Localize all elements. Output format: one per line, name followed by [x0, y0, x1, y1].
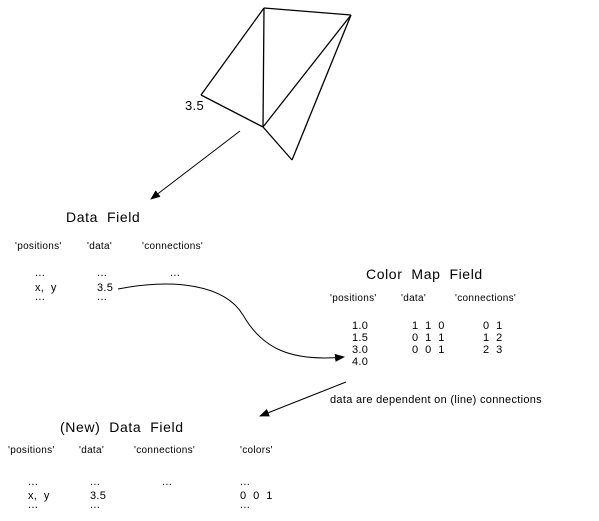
data-field-header-positions: 'positions' — [15, 241, 62, 252]
data-field-data-ellipsis-bottom: ... — [97, 291, 108, 303]
data-field-header-connections: 'connections' — [142, 241, 204, 252]
color-map-position: 1.5 — [352, 332, 369, 344]
new-data-field-header-colors: 'colors' — [240, 445, 273, 456]
data-field-data-ellipsis-top: ... — [97, 267, 108, 279]
mesh-data-label: 3.5 — [185, 98, 204, 113]
new-data-field-position-value: x, y — [28, 490, 50, 502]
new-data-field-color-value: 0 0 1 — [240, 490, 273, 502]
color-map-position: 1.0 — [352, 320, 369, 332]
color-map-data: 1 1 0 — [412, 320, 445, 332]
color-map-field-title: Color Map Field — [366, 266, 483, 282]
arrow-color-map-to-new-data-field — [259, 381, 347, 417]
new-data-field-colors-ellipsis-bottom: ... — [240, 499, 251, 511]
new-data-field-header-connections: 'connections' — [134, 445, 196, 456]
new-data-field-positions-ellipsis-top: ... — [28, 476, 39, 488]
color-map-connection: 0 1 — [483, 320, 503, 332]
color-map-connection: 2 3 — [483, 344, 503, 356]
arrow-mesh-to-data-field — [150, 130, 241, 200]
new-data-field-data-ellipsis-bottom: ... — [90, 499, 101, 511]
data-field-position-value: x, y — [35, 282, 57, 294]
data-field-header-data: 'data' — [87, 241, 113, 252]
color-map-data: 0 1 1 — [412, 332, 445, 344]
data-field-positions-ellipsis-bottom: ... — [35, 291, 46, 303]
color-map-connection: 1 2 — [483, 332, 503, 344]
color-map-data: 0 0 1 — [412, 344, 445, 356]
line-mesh — [200, 7, 352, 161]
new-data-field-positions-ellipsis-bottom: ... — [28, 499, 39, 511]
data-field-positions-ellipsis-top: ... — [35, 267, 46, 279]
color-map-position: 4.0 — [352, 356, 369, 368]
new-data-field-header-data: 'data' — [79, 445, 105, 456]
new-data-field-colors-ellipsis-top: ... — [240, 476, 251, 488]
data-field-data-value: 3.5 — [97, 282, 114, 294]
new-data-field-data-ellipsis-top: ... — [90, 476, 101, 488]
new-data-field-title: (New) Data Field — [60, 419, 184, 435]
dependency-note: data are dependent on (line) connections — [330, 394, 542, 406]
data-field-title: Data Field — [66, 209, 141, 225]
color-map-position: 3.0 — [352, 344, 369, 356]
new-data-field-data-value: 3.5 — [90, 490, 107, 502]
color-map-header-data: 'data' — [401, 293, 427, 304]
new-data-field-connections-ellipsis: ... — [162, 476, 173, 488]
data-field-connections-ellipsis: ... — [170, 267, 181, 279]
arrow-data-to-color-map — [117, 283, 345, 362]
color-map-header-positions: 'positions' — [330, 293, 377, 304]
new-data-field-header-positions: 'positions' — [8, 445, 55, 456]
color-map-header-connections: 'connections' — [455, 293, 517, 304]
